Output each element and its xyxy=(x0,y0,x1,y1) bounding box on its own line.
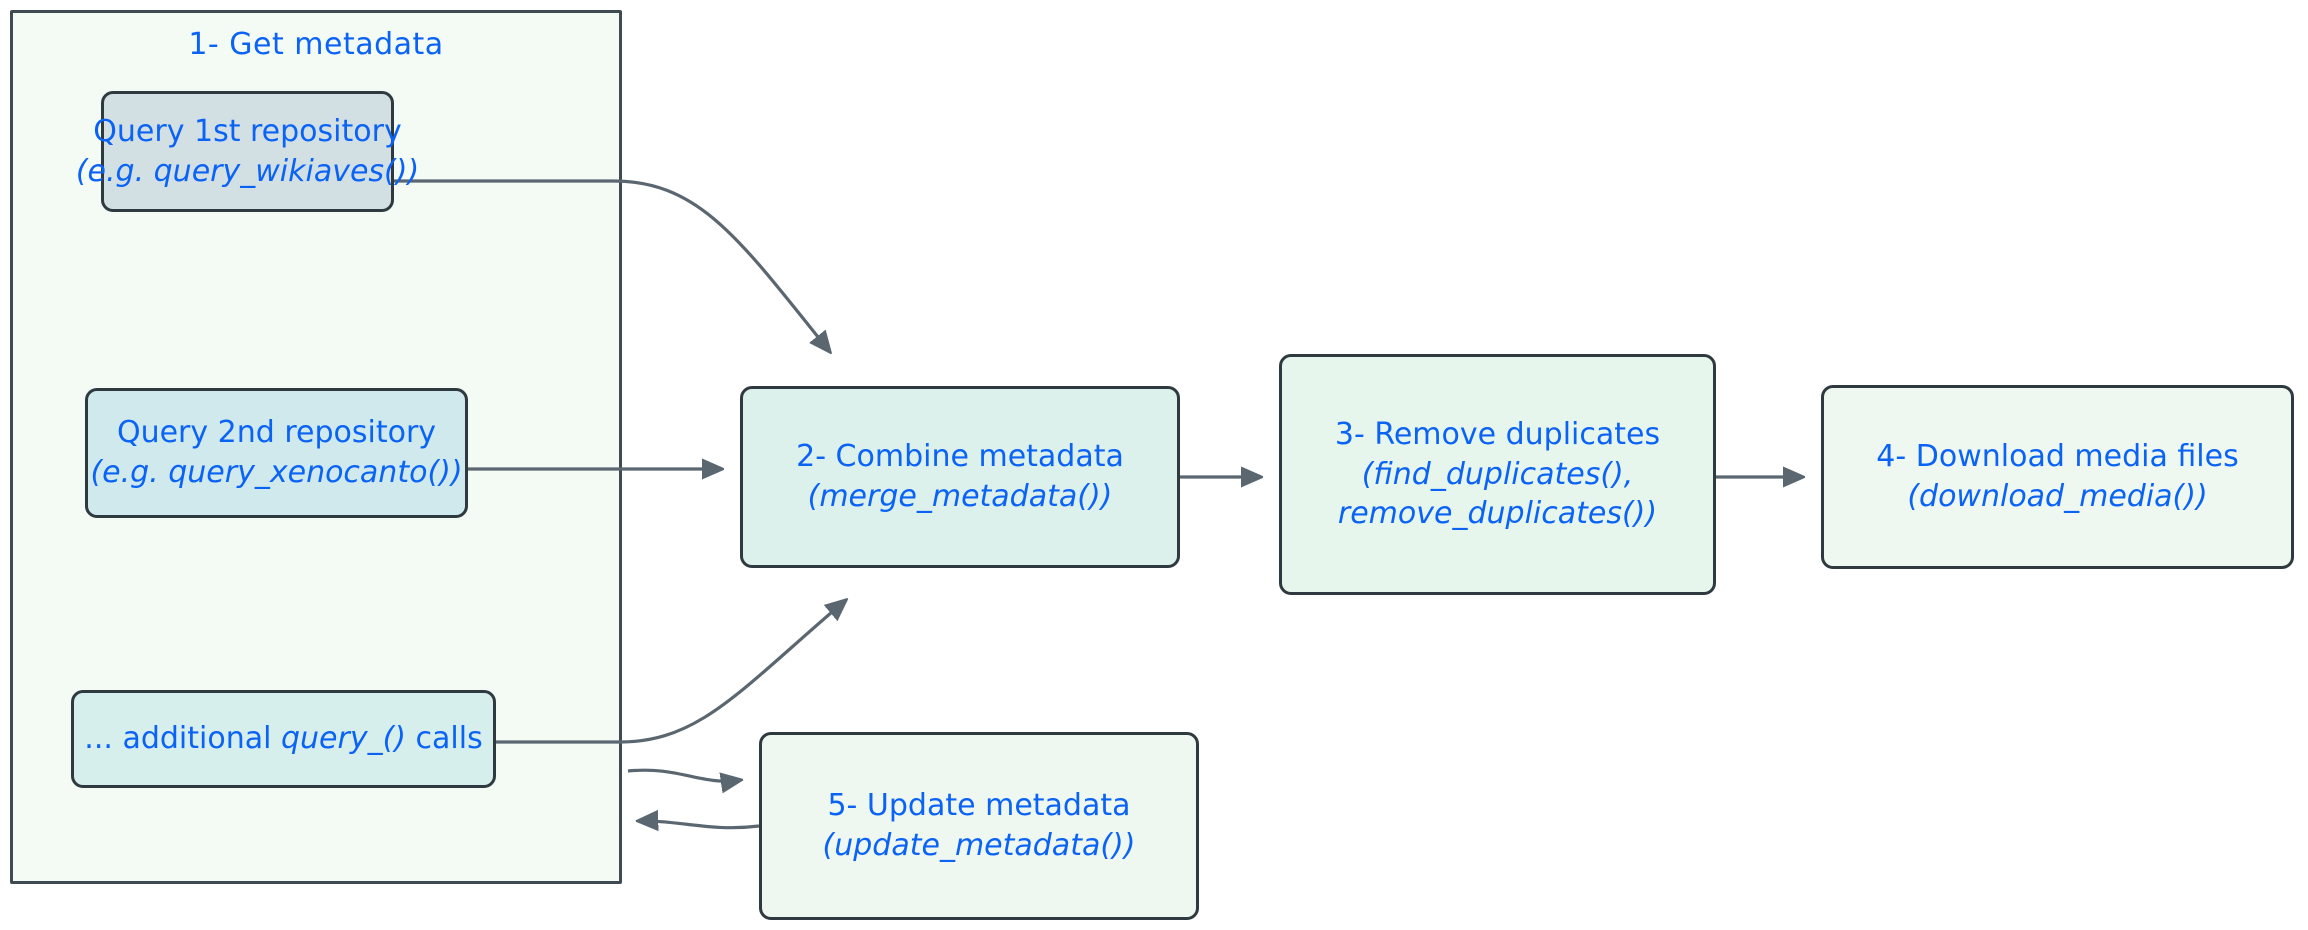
node-additional-query-calls[interactable]: ... additional query_() calls xyxy=(71,690,496,788)
node-line: (merge_metadata()) xyxy=(807,479,1113,514)
node-line: remove_duplicates()) xyxy=(1337,496,1658,532)
node-line: (update_metadata()) xyxy=(822,828,1136,863)
node-line: (find_duplicates(), xyxy=(1361,456,1634,492)
node-update-metadata[interactable]: 5- Update metadata (update_metadata()) xyxy=(759,732,1199,920)
subgraph-title: 1- Get metadata xyxy=(188,27,444,62)
node-line-prefix: ... additional xyxy=(84,721,281,757)
node-remove-duplicates[interactable]: 3- Remove duplicates (find_duplicates(),… xyxy=(1279,354,1716,595)
node-line: 5- Update metadata xyxy=(827,788,1131,824)
edge-update-to-subgraph xyxy=(638,821,760,828)
node-combine-metadata[interactable]: 2- Combine metadata (merge_metadata()) xyxy=(740,386,1180,568)
node-line: ... additional query_() calls xyxy=(84,719,482,759)
node-line: 3- Remove duplicates xyxy=(1334,416,1661,452)
node-line-suffix: calls xyxy=(405,721,483,757)
node-line-emphasis: query_() xyxy=(280,721,406,757)
node-line: (download_media()) xyxy=(1907,479,2208,514)
node-line: Query 2nd repository xyxy=(116,415,437,451)
node-download-media-files[interactable]: 4- Download media files (download_media(… xyxy=(1821,385,2294,569)
edge-queryN-to-update xyxy=(627,768,741,781)
node-query-1st-repository[interactable]: Query 1st repository (e.g. query_wikiave… xyxy=(76,91,419,212)
node-line: (e.g. query_wikiaves()) xyxy=(75,153,420,189)
node-line: (e.g. query_xenocanto()) xyxy=(90,455,463,490)
node-line: 2- Combine metadata xyxy=(796,439,1124,475)
node-line: Query 1st repository xyxy=(93,113,402,149)
node-line: 4- Download media files xyxy=(1876,439,2239,475)
node-query-2nd-repository[interactable]: Query 2nd repository (e.g. query_xenocan… xyxy=(85,388,468,518)
